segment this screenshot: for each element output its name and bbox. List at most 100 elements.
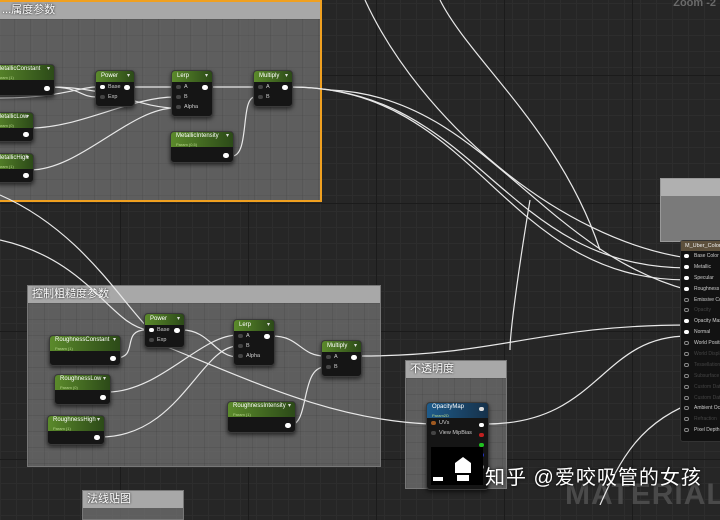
input-pin-icon[interactable] <box>684 319 689 324</box>
output-pin[interactable] <box>110 356 116 361</box>
input-pin[interactable] <box>149 338 154 342</box>
output-pin[interactable] <box>202 85 208 90</box>
chevron-down-icon[interactable]: ▾ <box>225 133 229 139</box>
material-input-pin[interactable]: World Displacement <box>681 349 720 360</box>
material-input-pin[interactable]: Opacity <box>681 305 720 316</box>
power-node-metallic[interactable]: Power ▾ Base Exp <box>95 70 135 107</box>
material-input-pin[interactable]: Metallic <box>681 262 720 273</box>
input-pin[interactable] <box>238 344 243 348</box>
lerp-node-roughness[interactable]: Lerp ▾ A B Alpha <box>233 319 275 366</box>
chevron-down-icon[interactable]: ▾ <box>102 376 106 382</box>
comment-title[interactable]: ...属度参数 <box>0 2 320 19</box>
chevron-down-icon[interactable]: ▾ <box>266 322 270 328</box>
r-output-pin[interactable] <box>479 423 484 427</box>
input-pin[interactable] <box>238 354 243 358</box>
input-pin-icon[interactable] <box>684 330 689 335</box>
output-pin[interactable] <box>285 423 291 428</box>
input-pin-icon[interactable] <box>684 286 689 291</box>
power-node-roughness[interactable]: Power ▾ Base Exp <box>144 313 185 348</box>
r-channel-pin[interactable] <box>479 433 484 437</box>
chevron-down-icon[interactable]: ▾ <box>112 337 116 343</box>
input-pin-icon[interactable] <box>684 352 689 357</box>
param-node-metallic-constant[interactable]: MetallicConstant Param (1) ▾ <box>0 64 55 96</box>
chevron-down-icon[interactable]: ▾ <box>25 155 29 161</box>
output-pin[interactable] <box>23 132 29 137</box>
texture-node-opacity-map[interactable]: OpacityMap Param2D UVs View MipBias <box>426 402 489 490</box>
param-node-roughness-low[interactable]: RoughnessLow Param (0) ▾ <box>54 374 111 405</box>
comment-title[interactable]: 法线贴图 <box>83 491 183 508</box>
input-pin-icon[interactable] <box>684 395 689 400</box>
input-pin[interactable] <box>149 328 154 332</box>
param-node-roughness-constant[interactable]: RoughnessConstant Param (1) ▾ <box>49 335 121 366</box>
comment-title[interactable]: 不透明度 <box>406 361 506 378</box>
chevron-down-icon[interactable]: ▾ <box>287 403 291 409</box>
input-pin[interactable] <box>258 95 263 99</box>
input-pin-icon[interactable] <box>684 254 689 258</box>
comment-title[interactable]: 控制粗糙度参数 <box>28 286 380 303</box>
output-pin[interactable] <box>264 334 270 339</box>
material-input-pin[interactable]: Normal <box>681 327 720 338</box>
output-pin[interactable] <box>223 153 229 158</box>
input-pin-icon[interactable] <box>684 297 689 302</box>
input-pin-icon[interactable] <box>684 406 689 411</box>
input-pin-icon[interactable] <box>684 275 689 280</box>
input-pin[interactable] <box>326 365 331 369</box>
input-pin-icon[interactable] <box>684 264 689 269</box>
material-input-pin[interactable]: Emissive Color <box>681 295 720 306</box>
material-input-pin[interactable]: Pixel Depth Offset <box>681 425 720 436</box>
material-input-pin[interactable]: World Position Offset <box>681 338 720 349</box>
chevron-down-icon[interactable]: ▾ <box>284 73 288 79</box>
chevron-down-icon[interactable]: ▾ <box>46 66 50 72</box>
material-input-pin[interactable]: Custom Data 1 <box>681 393 720 404</box>
material-input-pin[interactable]: Tessellation Multiplier <box>681 360 720 371</box>
lerp-node-metallic[interactable]: Lerp ▾ A B Alpha <box>171 70 213 117</box>
output-pin[interactable] <box>44 86 50 91</box>
input-pin[interactable] <box>176 105 181 109</box>
output-pin[interactable] <box>23 173 29 178</box>
output-pin[interactable] <box>100 395 106 400</box>
input-pin[interactable] <box>100 85 105 89</box>
output-pin[interactable] <box>174 328 180 333</box>
input-pin-icon[interactable] <box>684 373 689 378</box>
param-node-metallic-low[interactable]: MetallicLow Param (0) ▾ <box>0 112 34 142</box>
g-channel-pin[interactable] <box>479 443 484 447</box>
input-pin[interactable] <box>100 95 105 99</box>
output-pin[interactable] <box>94 435 100 440</box>
input-pin[interactable] <box>238 334 243 338</box>
material-input-pin[interactable]: Base Color <box>681 251 720 262</box>
input-pin[interactable] <box>326 355 331 359</box>
param-node-roughness-high[interactable]: RoughnessHigh Param (1) ▾ <box>47 415 105 445</box>
rgb-output-pin[interactable] <box>479 407 484 411</box>
material-input-pin[interactable]: Opacity Mask <box>681 316 720 327</box>
input-pin-icon[interactable] <box>684 308 689 313</box>
chevron-down-icon[interactable]: ▾ <box>96 417 100 423</box>
input-pin-icon[interactable] <box>684 362 689 367</box>
output-pin[interactable] <box>124 85 130 90</box>
chevron-down-icon[interactable]: ▾ <box>25 114 29 120</box>
input-pin[interactable] <box>258 85 263 89</box>
input-pin-icon[interactable] <box>684 417 689 422</box>
material-input-pin[interactable]: Custom Data 0 <box>681 382 720 393</box>
chevron-down-icon[interactable]: ▾ <box>126 73 130 79</box>
material-input-pin[interactable]: Subsurface Color <box>681 371 720 382</box>
material-input-pin[interactable]: Specular <box>681 273 720 284</box>
input-pin[interactable] <box>176 85 181 89</box>
param-node-metallic-intensity[interactable]: MetallicIntensity Param (0.5) ▾ <box>170 131 234 163</box>
input-pin[interactable] <box>431 421 436 425</box>
multiply-node-roughness[interactable]: Multiply ▾ A B <box>321 340 362 377</box>
input-pin[interactable] <box>431 431 436 435</box>
input-pin-icon[interactable] <box>684 341 689 346</box>
material-input-pin[interactable]: Refraction <box>681 414 720 425</box>
multiply-node-metallic[interactable]: Multiply ▾ A B <box>253 70 293 107</box>
input-pin-icon[interactable] <box>684 428 689 433</box>
chevron-down-icon[interactable]: ▾ <box>176 316 180 322</box>
chevron-down-icon[interactable]: ▾ <box>204 73 208 79</box>
output-pin[interactable] <box>282 85 288 90</box>
input-pin-icon[interactable] <box>684 384 689 389</box>
param-node-roughness-intensity[interactable]: RoughnessIntensity Param (1) ▾ <box>227 401 296 433</box>
material-input-pin[interactable]: Roughness <box>681 284 720 295</box>
material-input-pin[interactable]: Ambient Occlusion <box>681 403 720 414</box>
output-pin[interactable] <box>351 355 357 360</box>
comment-normal-map[interactable]: 法线贴图 <box>82 490 184 520</box>
